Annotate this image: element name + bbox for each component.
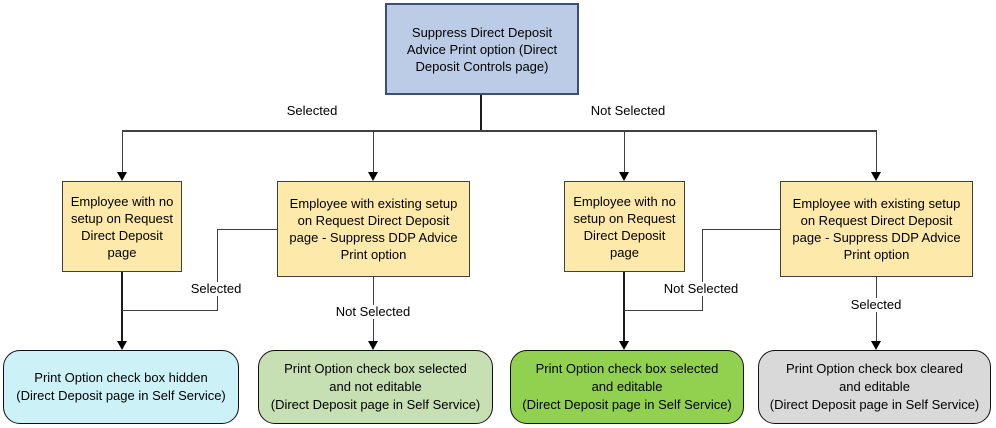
arrowhead-down-icon xyxy=(368,172,378,181)
employee-node-no-setup-right: Employee with no setup on Request Direct… xyxy=(564,181,685,272)
arrowhead-down-icon xyxy=(871,341,881,350)
connector-emp4-elbow-top xyxy=(702,229,780,230)
connector-emp4-elbow-bottom xyxy=(624,310,703,311)
connector-emp2-elbow-vertical xyxy=(217,229,218,311)
outcome-node-selected-not-editable: Print Option check box selected and not … xyxy=(258,350,493,424)
edge-label-not-selected-right: Not Selected xyxy=(661,281,741,296)
outcome-node-selected-editable: Print Option check box selected and edit… xyxy=(510,350,744,424)
outcome-node-cleared-editable: Print Option check box cleared and edita… xyxy=(758,350,991,424)
connector-trunk xyxy=(480,95,482,131)
connector-emp3-down xyxy=(623,272,625,341)
connector-emp4-elbow-vertical xyxy=(702,229,703,311)
employee-node-text: Employee with existing setup on Request … xyxy=(289,196,458,262)
arrowhead-down-icon xyxy=(619,341,629,350)
connector-drop-4 xyxy=(876,132,877,172)
arrowhead-down-icon xyxy=(117,172,127,181)
connector-drop-2 xyxy=(373,132,374,172)
edge-label-not-selected-mid2: Not Selected xyxy=(333,304,413,319)
arrowhead-down-icon xyxy=(368,341,378,350)
arrowhead-down-icon xyxy=(117,341,127,350)
edge-label-selected-left: Selected xyxy=(188,281,244,296)
employee-node-text: Employee with no setup on Request Direct… xyxy=(573,193,676,260)
connector-drop-3 xyxy=(624,132,625,172)
edge-label-selected-mid4: Selected xyxy=(848,297,904,312)
branch-label-selected: Selected xyxy=(284,103,340,118)
outcome-node-text: Print Option check box cleared and edita… xyxy=(769,361,980,412)
arrowhead-down-icon xyxy=(619,172,629,181)
outcome-node-text: Print Option check box selected and not … xyxy=(270,361,481,412)
connector-emp1-down xyxy=(121,272,123,341)
employee-node-text: Employee with no setup on Request Direct… xyxy=(70,193,174,260)
connector-drop-1 xyxy=(122,132,123,172)
decision-node-text: Suppress Direct Deposit Advice Print opt… xyxy=(406,24,558,74)
arrowhead-down-icon xyxy=(871,172,881,181)
outcome-node-hidden: Print Option check box hidden (Direct De… xyxy=(3,350,239,424)
employee-node-text: Employee with existing setup on Request … xyxy=(792,196,961,262)
outcome-node-text: Print Option check box hidden (Direct De… xyxy=(16,370,226,403)
employee-node-existing-setup-left: Employee with existing setup on Request … xyxy=(277,181,470,277)
outcome-node-text: Print Option check box selected and edit… xyxy=(522,361,732,412)
decision-node-suppress-ddp-advice: Suppress Direct Deposit Advice Print opt… xyxy=(385,3,579,95)
employee-node-no-setup-left: Employee with no setup on Request Direct… xyxy=(62,181,182,272)
employee-node-existing-setup-right: Employee with existing setup on Request … xyxy=(780,181,973,277)
branch-label-not-selected: Not Selected xyxy=(588,103,668,118)
connector-emp2-elbow-bottom xyxy=(122,310,218,311)
connector-rail xyxy=(122,130,877,132)
connector-emp2-elbow-top xyxy=(217,229,277,230)
